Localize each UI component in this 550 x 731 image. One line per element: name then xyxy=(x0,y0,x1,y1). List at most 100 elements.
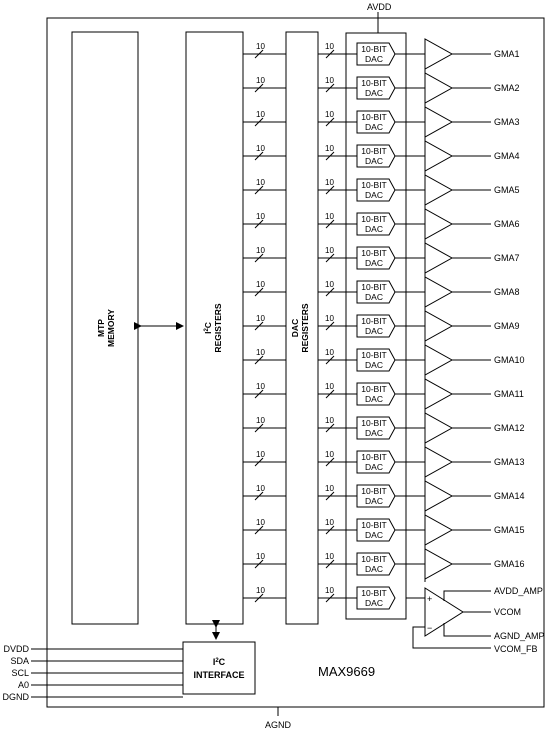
bus-width-label: 10 xyxy=(325,110,334,119)
bus-width-label: 10 xyxy=(256,110,265,119)
i2c-reg-sup: 2 xyxy=(204,328,210,332)
dac-label-line1: 10-BIT xyxy=(361,214,387,224)
bus-slash-b xyxy=(325,423,335,433)
bus-width-label: 10 xyxy=(256,212,265,221)
bus-width-label: 10 xyxy=(325,416,334,425)
bus-width-label: 10 xyxy=(256,450,265,459)
dac-label-line1: 10-BIT xyxy=(361,146,387,156)
bus-slash-a xyxy=(254,117,264,127)
bus-width-label: 10 xyxy=(325,178,334,187)
dac-box xyxy=(356,178,396,202)
buffer-amplifier xyxy=(424,276,454,308)
bus-slash-b xyxy=(325,151,335,161)
agnd-amp-label: AGND_AMP xyxy=(494,631,545,641)
dac-box xyxy=(356,382,396,406)
bus-width-label: 10 xyxy=(256,416,265,425)
bus-width-label: 10 xyxy=(256,76,265,85)
dac-box xyxy=(356,518,396,542)
buffer-amplifier xyxy=(424,446,454,478)
bus-slash-b xyxy=(325,525,335,535)
dac-box xyxy=(356,552,396,576)
bus-width-label: 10 xyxy=(256,178,265,187)
dac-label-line1: 10-BIT xyxy=(361,282,387,292)
bus-width-label: 10 xyxy=(325,586,334,595)
bus-slash-a xyxy=(254,355,264,365)
bus-width-label: 10 xyxy=(256,42,265,51)
dac-box xyxy=(356,144,396,168)
output-label: GMA13 xyxy=(494,457,525,467)
chip-outline xyxy=(46,17,545,708)
dac-reg-label-line2: REGISTERS xyxy=(300,303,310,352)
i2c-if-i: I xyxy=(213,657,216,667)
bus-slash-a xyxy=(254,491,264,501)
bus-width-label: 10 xyxy=(325,144,334,153)
output-label: GMA14 xyxy=(494,491,525,501)
bus-width-label: 10 xyxy=(325,280,334,289)
buffer-amplifier xyxy=(424,310,454,342)
buffer-amplifier xyxy=(424,480,454,512)
dac-box xyxy=(356,484,396,508)
svg-text:I2C: I2C xyxy=(203,322,213,334)
output-label: GMA8 xyxy=(494,287,520,297)
buffer-amplifier xyxy=(424,344,454,376)
i2c-reg-i: I xyxy=(203,332,213,334)
buffer-amplifier xyxy=(424,242,454,274)
bus-width-label: 10 xyxy=(325,76,334,85)
bus-width-label: 10 xyxy=(256,382,265,391)
bus-width-label: 10 xyxy=(325,314,334,323)
dac-label-line1: 10-BIT xyxy=(361,486,387,496)
bus-slash-a xyxy=(254,151,264,161)
bus-width-label: 10 xyxy=(325,246,334,255)
dac-label-line1: 10-BIT xyxy=(361,112,387,122)
bus-slash-b xyxy=(325,219,335,229)
dac-label-line2: DAC xyxy=(365,326,383,336)
buffer-amplifier xyxy=(424,208,454,240)
output-label: GMA5 xyxy=(494,185,520,195)
bus-width-label: 10 xyxy=(325,450,334,459)
i2c-if-c: C xyxy=(219,657,226,667)
buffer-amplifier xyxy=(424,72,454,104)
vcom-fb-label: VCOM_FB xyxy=(494,644,538,654)
bus-slash-b xyxy=(325,457,335,467)
dac-label-line1: 10-BIT xyxy=(361,588,387,598)
avdd-label: AVDD xyxy=(367,2,392,12)
buffer-amplifier xyxy=(424,140,454,172)
dac-label-line1: 10-BIT xyxy=(361,350,387,360)
bus-slash-b xyxy=(325,559,335,569)
output-label: GMA6 xyxy=(494,219,520,229)
dac-label-line2: DAC xyxy=(365,292,383,302)
output-label: GMA16 xyxy=(494,559,525,569)
dac-label-line1: 10-BIT xyxy=(361,44,387,54)
dac-label-line1: 10-BIT xyxy=(361,248,387,258)
dac-label-line1: 10-BIT xyxy=(361,180,387,190)
bus-slash-b xyxy=(325,83,335,93)
mtp-memory-block: MTP MEMORY xyxy=(71,31,139,625)
buffer-amplifier xyxy=(424,174,454,206)
agnd-label: AGND xyxy=(265,720,292,730)
buffer-amplifier xyxy=(424,378,454,410)
dac-box xyxy=(356,450,396,474)
output-label: GMA2 xyxy=(494,83,520,93)
dac-label-line2: DAC xyxy=(365,122,383,132)
dac-box xyxy=(356,212,396,236)
buffer-amplifier xyxy=(424,412,454,444)
dac-label-line1: 10-BIT xyxy=(361,418,387,428)
output-label: GMA9 xyxy=(494,321,520,331)
bus-width-label: 10 xyxy=(256,518,265,527)
dac-label-line1: 10-BIT xyxy=(361,384,387,394)
vcom-amplifier: + − AVDD_AMP VCOM AGND_AMP VCOM_FB xyxy=(406,586,545,654)
bus-slash-b xyxy=(325,117,335,127)
pin-label: A0 xyxy=(18,680,29,690)
mtp-label-line2: MEMORY xyxy=(106,309,116,347)
avdd-amp-label: AVDD_AMP xyxy=(494,586,543,596)
dac-label-line2: DAC xyxy=(365,156,383,166)
bus-slash-a xyxy=(254,49,264,59)
dac-box xyxy=(356,246,396,270)
pin-label: DGND xyxy=(3,692,30,702)
